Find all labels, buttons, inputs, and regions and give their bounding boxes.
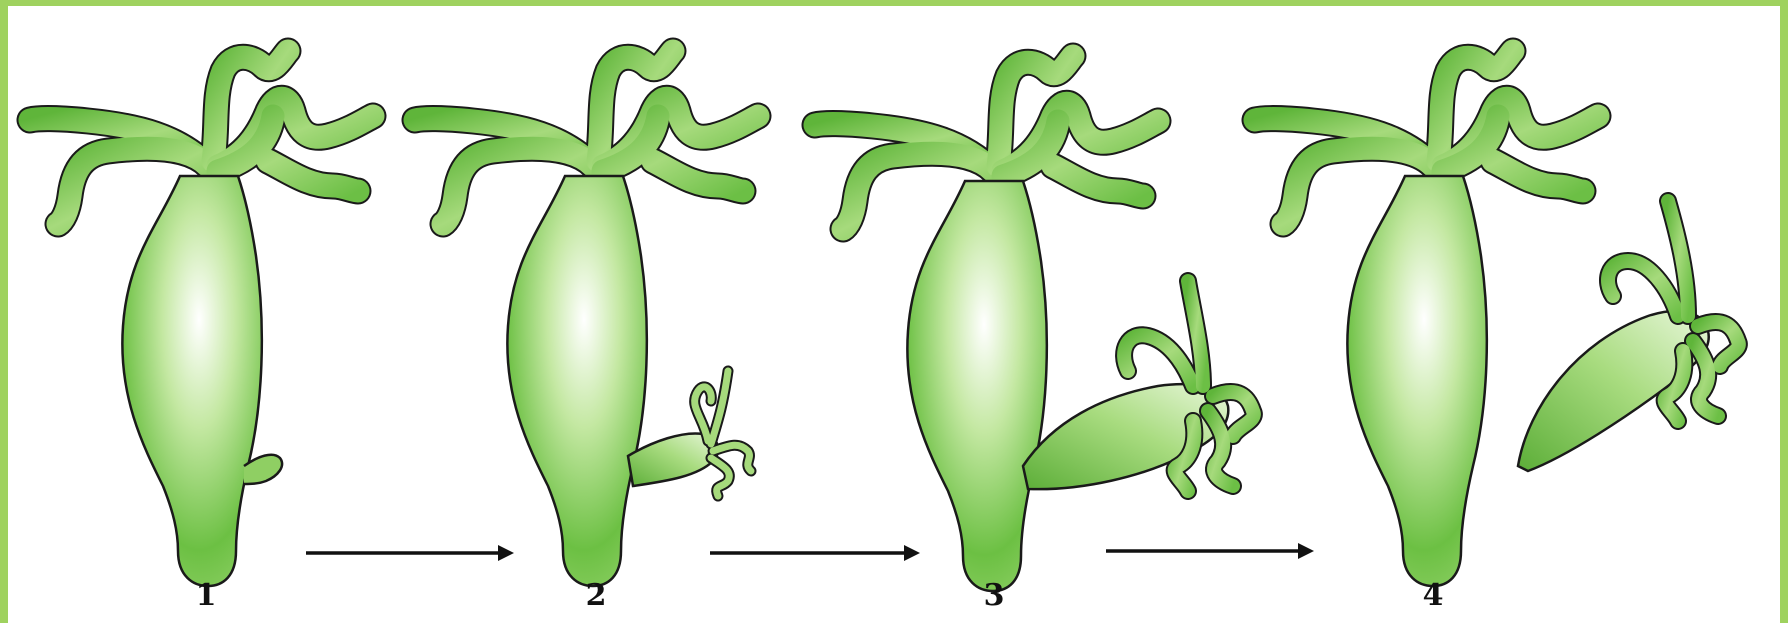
small-bud: [628, 371, 751, 496]
hydra-stage-4: [1255, 51, 1598, 586]
hydra-budding-diagram: [8, 6, 1780, 623]
arrow-3-to-4: [1106, 543, 1314, 559]
diagram-frame: 1 2 3 4: [8, 6, 1780, 623]
stage-label-1: 1: [176, 578, 236, 613]
stage-label-3: 3: [964, 578, 1024, 613]
stage-label-4: 4: [1403, 578, 1463, 613]
stage-label-2: 2: [566, 578, 626, 613]
hydra-stage-2: [415, 51, 758, 586]
large-bud: [1023, 281, 1254, 491]
hydra-stage-1: [30, 51, 373, 586]
arrow-2-to-3: [710, 545, 920, 561]
arrow-1-to-2: [306, 545, 514, 561]
hydra-stage-3: [815, 56, 1254, 591]
detached-bud: [1518, 201, 1739, 471]
